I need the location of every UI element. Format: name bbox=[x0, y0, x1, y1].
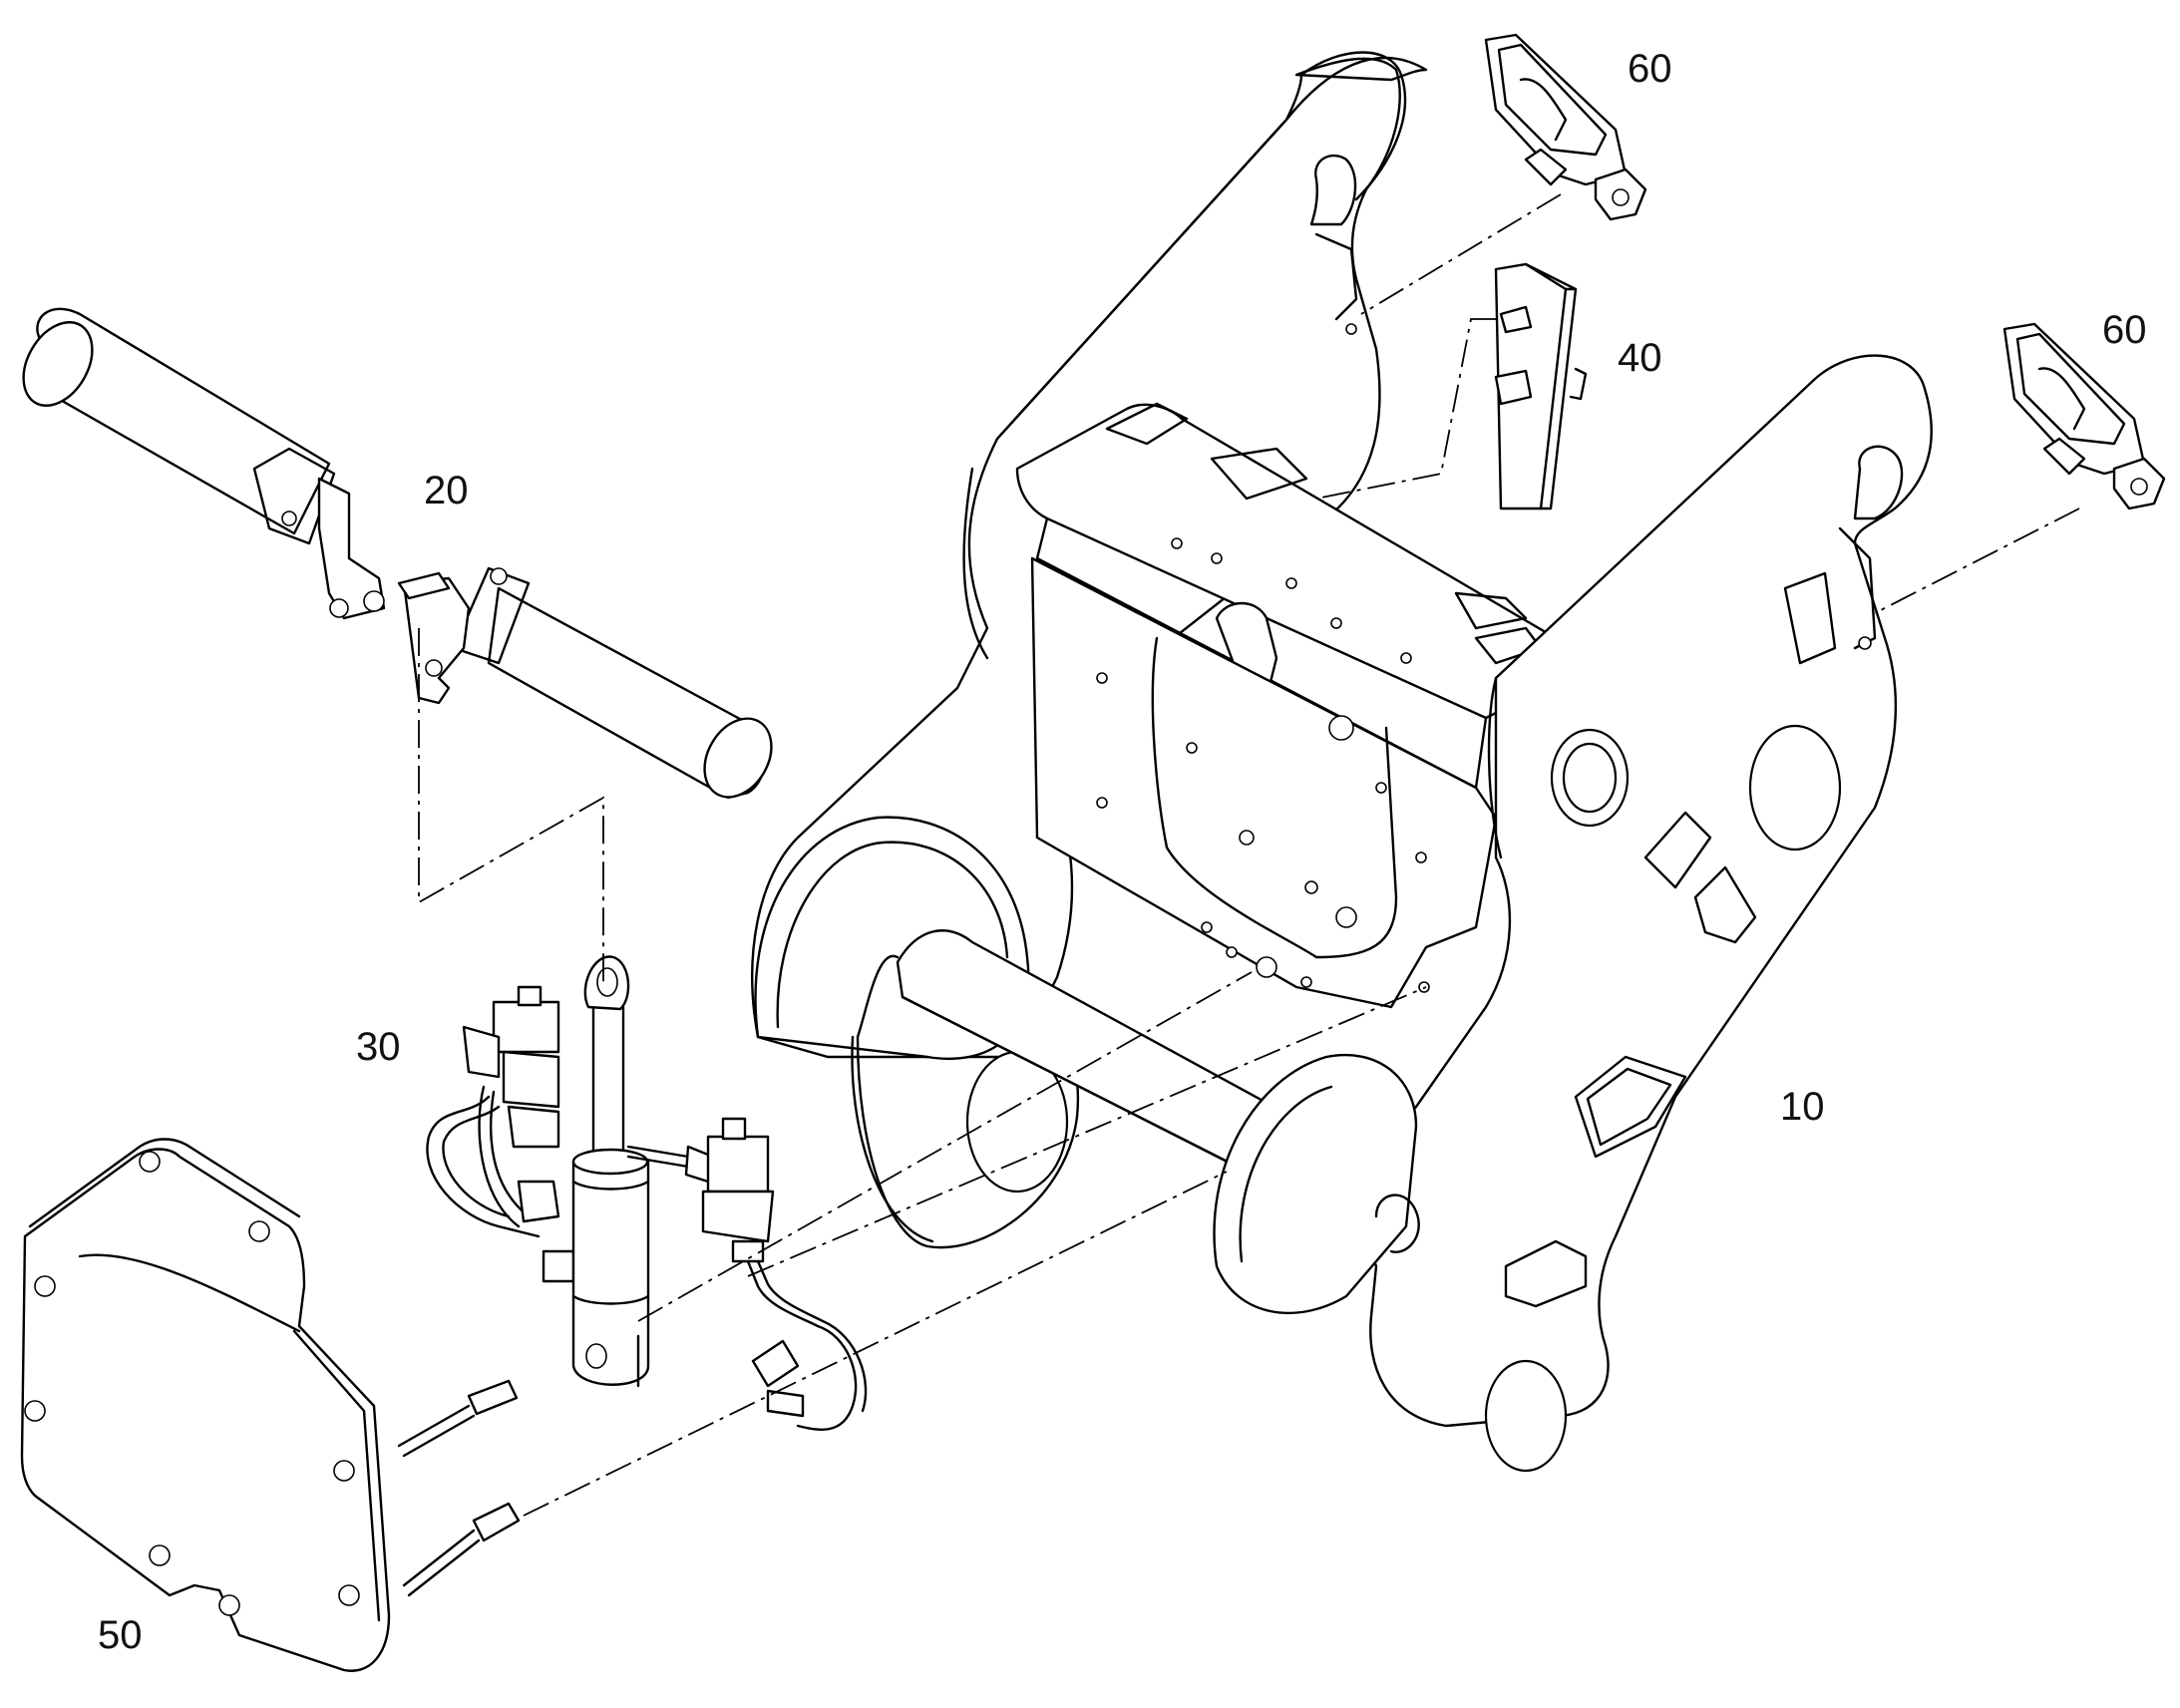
leader-wedge bbox=[1315, 318, 1496, 500]
part-40-wedge-plate bbox=[1494, 262, 1588, 511]
callout-10: 10 bbox=[1780, 1085, 1825, 1129]
callout-30: 30 bbox=[356, 1025, 401, 1069]
leader-cable-to-frame bbox=[747, 986, 1427, 1277]
part-10-frame bbox=[751, 51, 1933, 1473]
part-50-cover-plate bbox=[20, 1138, 521, 1672]
leader-cylinders-to-valve bbox=[418, 628, 604, 982]
callout-50: 50 bbox=[98, 1613, 143, 1657]
callout-20: 20 bbox=[424, 469, 469, 512]
leader-clamp-right bbox=[1874, 508, 2080, 614]
callout-60-right: 60 bbox=[2102, 308, 2147, 352]
part-60-hook-clamp-right bbox=[2002, 322, 2166, 511]
leader-cylinder-to-frame bbox=[637, 971, 1253, 1322]
leader-cover-to-frame bbox=[523, 1171, 1228, 1517]
part-20-locking-cylinders bbox=[22, 307, 773, 800]
part-30-valve-cylinder-assembly bbox=[426, 955, 868, 1431]
leader-lines bbox=[418, 193, 2080, 1517]
part-60-hook-clamp-top bbox=[1484, 33, 1647, 221]
callout-60-top: 60 bbox=[1628, 47, 1672, 91]
leader-clamp-top bbox=[1360, 193, 1562, 315]
callout-40: 40 bbox=[1618, 336, 1662, 380]
